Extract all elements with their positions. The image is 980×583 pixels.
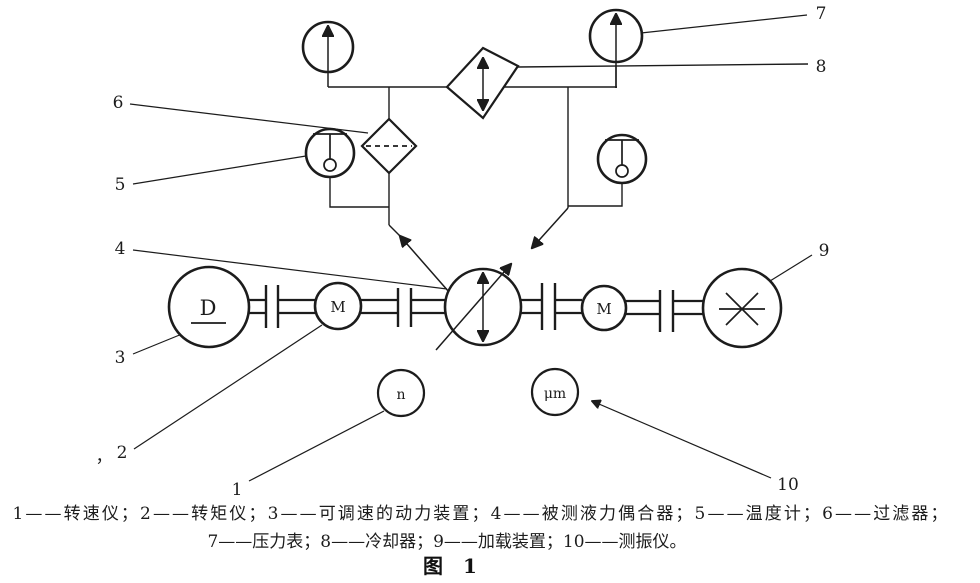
thermometer-left-pipe [329, 177, 389, 208]
load-device-icon [701, 267, 783, 349]
thermometer-right-icon [596, 133, 648, 185]
callout-4: 4 [115, 239, 126, 259]
leader-line-3 [132, 333, 183, 355]
oil-circuit-pipes [328, 63, 809, 293]
figure-legend: 1——转速仪；2——转矩仪；3——可调速的动力装置；4——被测液力偶合器；5——… [13, 504, 948, 578]
callout-9: 9 [819, 241, 830, 261]
leader-line-4 [132, 249, 448, 290]
asterisk-spoke [725, 292, 759, 326]
torque-meter-right: M [580, 284, 628, 332]
thermometer-right-pipe [568, 183, 623, 207]
motor-circle [167, 265, 251, 349]
legend-line-2: 7——压力表；8——冷却器；9——加载装置；10——测振仪。 [207, 532, 686, 552]
vibrometer-icon: μm [530, 367, 580, 417]
leader-line-7 [640, 14, 808, 34]
flow-arrow-up-left [400, 236, 450, 293]
filter-icon [360, 117, 418, 175]
callout-leader-lines [129, 14, 813, 482]
callout-2: 2 [117, 443, 128, 463]
callout-1: 1 [232, 480, 243, 500]
callout-5: 5 [115, 175, 126, 195]
tachometer-icon: n [376, 368, 426, 418]
coupling-under-test [435, 264, 523, 351]
leader-line-5 [132, 155, 307, 185]
drive-motor: D [167, 265, 251, 349]
callout-6: 6 [113, 93, 124, 113]
torque-meter-label: M [596, 300, 611, 318]
callout-8: 8 [816, 57, 827, 77]
cooler-outlet-pipe-to-label-8 [517, 63, 809, 68]
pressure-gauge-right-icon [588, 8, 644, 88]
callout-10: 10 [777, 475, 799, 495]
flow-arrow-down-left [532, 207, 569, 248]
legend-line-1: 1——转速仪；2——转矩仪；3——可调速的动力装置；4——被测液力偶合器；5——… [13, 504, 948, 524]
vibrometer-label: μm [544, 386, 566, 402]
coupling-diagonal-arrow [435, 264, 511, 351]
torque-meter-label: M [330, 298, 345, 316]
motor-label: D [200, 296, 217, 320]
torque-meter-circle [580, 284, 628, 332]
left-slant-pipe [388, 224, 401, 237]
callout-3: 3 [115, 348, 126, 368]
callout-7: 7 [816, 4, 827, 24]
leader-line-2 [133, 324, 323, 450]
cooler-icon [445, 46, 520, 120]
shaft-train [249, 283, 703, 332]
callout-numbers: 6 5 4 3 ， 2 1 7 8 9 10 [96, 4, 830, 500]
tachometer-circle [376, 368, 426, 418]
thermometer-bulb [615, 164, 629, 178]
figure-caption: 图 1 [423, 554, 477, 578]
callout-2-comma: ， [96, 447, 113, 467]
thermometer-bulb [323, 158, 337, 172]
pressure-gauge-left-icon [301, 20, 355, 87]
leader-line-10 [592, 401, 772, 479]
torque-meter-left: M [313, 281, 363, 331]
leader-line-1 [248, 410, 385, 482]
thermometer-left-icon [304, 127, 356, 179]
tachometer-label: n [396, 387, 405, 403]
leader-line-9 [769, 254, 813, 282]
torque-meter-circle [313, 281, 363, 331]
vibrometer-circle [530, 367, 580, 417]
